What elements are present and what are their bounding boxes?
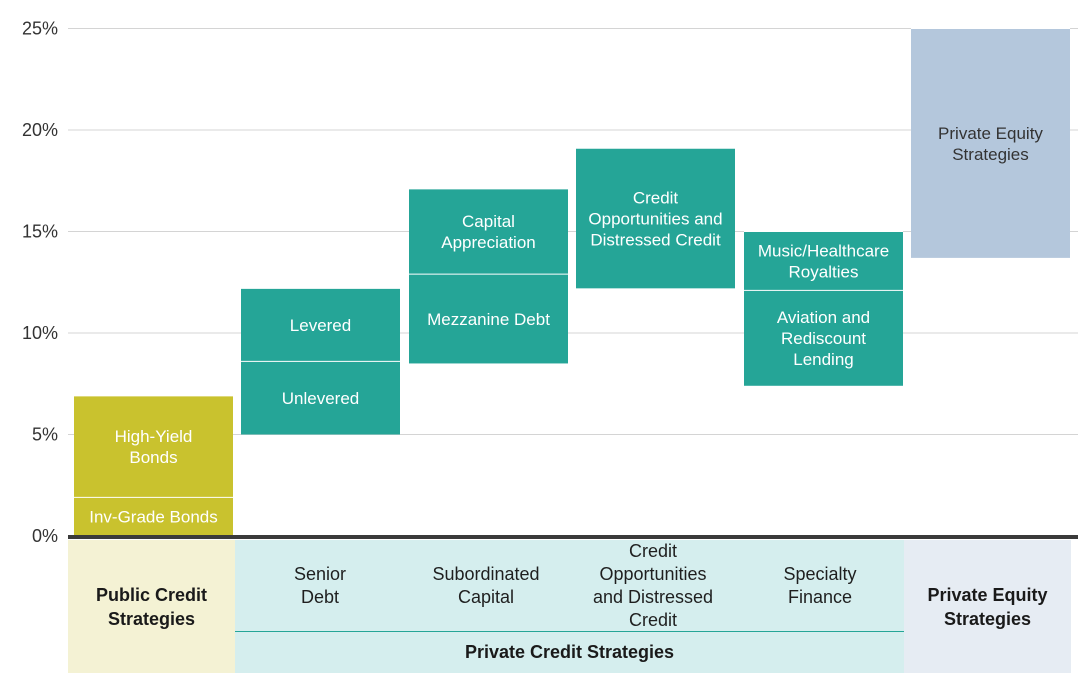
range-bar-label: Mezzanine Debt [427,310,550,329]
range-bar [409,188,568,275]
range-bar [744,290,903,386]
range-bar [241,361,400,435]
range-bar [744,231,903,291]
y-tick-label: 20% [22,120,58,140]
range-bar [74,395,233,498]
y-tick-label: 0% [32,526,58,546]
range-bar-label: Levered [290,316,351,335]
range-bar [241,288,400,362]
range-bar-label: Unlevered [282,389,360,408]
y-tick-label: 10% [22,323,58,343]
y-tick-label: 5% [32,425,58,445]
range-bar-label: Inv-Grade Bonds [89,508,218,527]
range-bar [409,274,568,364]
y-axis-ticks: 0% 5% 10% 15% 20% 25% [22,19,58,547]
range-bar [576,148,735,289]
range-bar [911,28,1070,258]
y-tick-label: 15% [22,222,58,242]
range-bar [74,497,233,536]
gridlines [68,28,1078,435]
y-tick-label: 25% [22,19,58,39]
